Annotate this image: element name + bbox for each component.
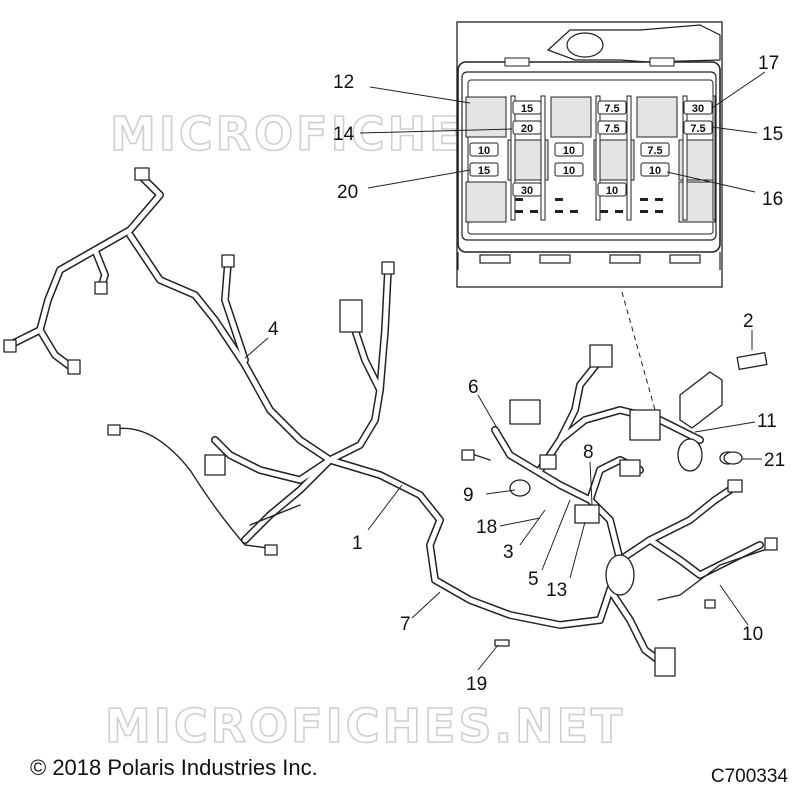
fuse-rating: 10 bbox=[606, 185, 618, 197]
leader-lines bbox=[244, 71, 766, 671]
fuse-rating: 7.5 bbox=[690, 123, 705, 135]
callout-10: 10 bbox=[742, 624, 763, 645]
fuse-rating: 30 bbox=[692, 103, 704, 115]
fuse-box-inset: 15 20 7.5 7.5 30 7.5 10 15 10 10 7.5 10 … bbox=[456, 21, 723, 288]
callout-4: 4 bbox=[268, 319, 279, 340]
fuse-rating: 7.5 bbox=[604, 103, 619, 115]
callout-13: 13 bbox=[546, 580, 567, 601]
fuse-rating: 7.5 bbox=[647, 145, 662, 157]
callout-6: 6 bbox=[468, 377, 479, 398]
fuse-rating: 7.5 bbox=[604, 123, 619, 135]
callout-21: 21 bbox=[764, 450, 785, 471]
callout-15: 15 bbox=[762, 124, 783, 145]
fuse-rating: 30 bbox=[521, 185, 533, 197]
watermark-bottom: MICROFICHES.NET bbox=[105, 699, 625, 753]
callouts: 1 2 3 4 5 6 7 8 9 10 11 12 13 14 15 16 1… bbox=[268, 53, 785, 695]
callout-9: 9 bbox=[463, 485, 474, 506]
callout-14: 14 bbox=[333, 124, 355, 145]
fuse-rating: 20 bbox=[521, 123, 533, 135]
callout-18: 18 bbox=[476, 517, 497, 538]
fuse-rating: 10 bbox=[649, 165, 661, 177]
fuse-rating: 10 bbox=[478, 145, 490, 157]
callout-11: 11 bbox=[757, 411, 777, 432]
callout-12: 12 bbox=[333, 72, 354, 93]
inset-pointer bbox=[621, 291, 656, 411]
callout-2: 2 bbox=[743, 311, 754, 332]
fuse-rating: 10 bbox=[563, 145, 575, 157]
callout-20: 20 bbox=[337, 182, 358, 203]
callout-3: 3 bbox=[503, 542, 514, 563]
callout-1: 1 bbox=[352, 533, 363, 554]
callout-8: 8 bbox=[583, 442, 594, 463]
fuse-rating: 15 bbox=[521, 103, 533, 115]
fuse-rating: 10 bbox=[563, 165, 575, 177]
figure-code: C700334 bbox=[710, 766, 788, 787]
fuse-rating: 15 bbox=[478, 165, 490, 177]
fuse-ratings: 15 20 7.5 7.5 30 7.5 10 15 10 10 7.5 10 … bbox=[478, 103, 706, 197]
callout-5: 5 bbox=[528, 569, 539, 590]
copyright-notice: © 2018 Polaris Industries Inc. bbox=[30, 755, 318, 780]
callout-19: 19 bbox=[466, 674, 487, 695]
callout-17: 17 bbox=[758, 53, 779, 74]
wiring-harness bbox=[3, 167, 778, 677]
callout-7: 7 bbox=[400, 614, 411, 635]
callout-16: 16 bbox=[762, 189, 783, 210]
